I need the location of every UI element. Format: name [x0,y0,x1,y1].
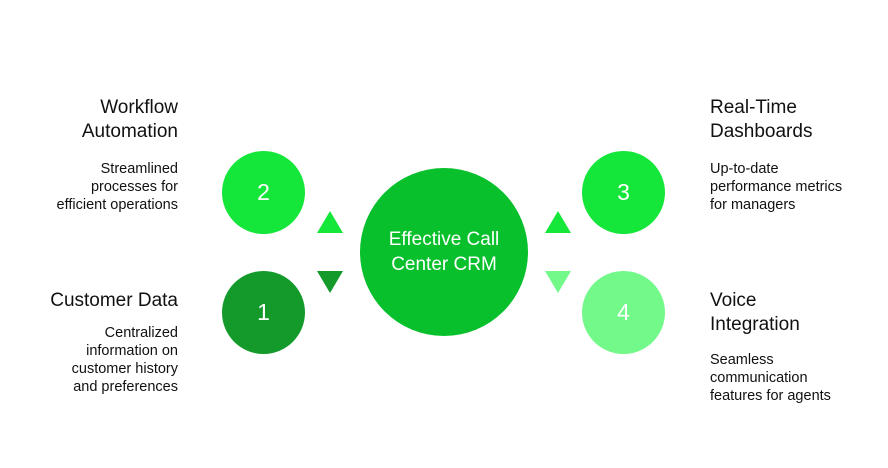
item-2-title-line-1: Workflow [100,97,178,118]
center-label: Effective Call Center CRM [360,168,528,336]
item-3-desc-line-3: for managers [710,197,796,213]
center-circle [360,168,528,336]
item-4-title: Voice Integration [710,289,880,337]
item-4-desc-line-1: Seamless [710,352,774,368]
item-3-desc-line-1: Up-to-date [710,161,779,177]
item-3-number: 3 [617,179,630,205]
item-2-description: Streamlined processes for efficient oper… [0,160,178,214]
item-2-desc-line-2: processes for [90,179,178,195]
item-4-circle: 4 [582,271,665,354]
item-3-circle: 3 [582,151,665,234]
item-4-number: 4 [617,299,630,325]
item-2-title-line-2: Automation [81,121,178,142]
item-4-title-line-1: Voice [710,290,757,311]
item-1-desc-line-1: Centralized [104,325,178,341]
item-1-title-line-1: Customer Data [50,290,178,311]
arrow-down-left-icon [317,271,343,293]
item-2-desc-line-3: efficient operations [56,197,178,213]
item-1-desc-line-2: information on [86,343,178,359]
center-label-line-1: Effective Call [388,229,500,250]
item-3-title: Real-Time Dashboards [710,96,880,144]
item-2-desc-line-1: Streamlined [100,161,178,177]
arrow-up-right-icon [545,211,571,233]
item-1-description: Centralized information on customer hist… [0,324,178,396]
item-3-desc-line-2: performance metrics [710,179,843,195]
item-2-number: 2 [257,179,270,205]
item-4-title-line-2: Integration [710,314,800,335]
item-1-circle: 1 [222,271,305,354]
arrow-up-left-icon [317,211,343,233]
item-1-number: 1 [257,299,270,325]
item-3-title-line-1: Real-Time [710,97,797,118]
item-1-desc-line-3: customer history [71,361,178,377]
item-4-desc-line-2: communication [710,370,808,386]
item-3-description: Up-to-date performance metrics for manag… [710,160,880,214]
item-4-desc-line-3: features for agents [710,388,831,404]
item-1-title: Customer Data [0,289,178,313]
item-2-circle: 2 [222,151,305,234]
item-4-description: Seamless communication features for agen… [710,351,880,405]
item-1-desc-line-4: and preferences [73,379,178,395]
center-label-line-2: Center CRM [391,254,497,275]
arrow-down-right-icon [545,271,571,293]
item-3-title-line-2: Dashboards [710,121,813,142]
item-2-title: Workflow Automation [0,96,178,144]
